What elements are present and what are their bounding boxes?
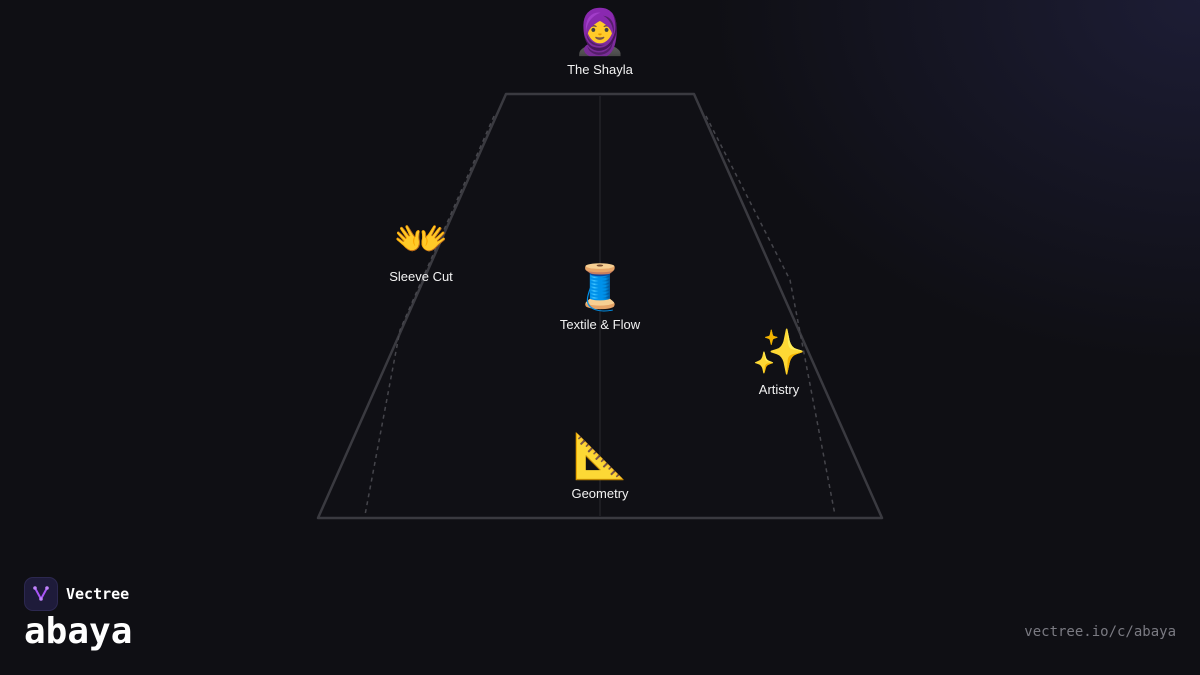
brand[interactable]: Vectree (24, 577, 129, 611)
woman-with-headscarf-icon: 🧕 (572, 7, 628, 58)
node-label: Textile & Flow (559, 317, 641, 332)
node-the-shayla[interactable]: 🧕 The Shayla (567, 7, 633, 78)
left-dashed-contour (364, 115, 495, 516)
node-sleeve-cut[interactable]: 👐 Sleeve Cut (389, 214, 453, 285)
page-url[interactable]: vectree.io/c/abaya (1024, 624, 1176, 640)
triangular-ruler-icon: 📐 (572, 431, 628, 482)
vectree-logo-icon (24, 577, 58, 611)
open-hands-icon: 👐 (393, 214, 449, 265)
node-label: Geometry (571, 486, 629, 501)
page-title: abaya (24, 611, 133, 652)
node-textile-and-flow[interactable]: 🧵 Textile & Flow (559, 262, 641, 333)
right-dashed-contour (705, 115, 836, 516)
node-label: The Shayla (567, 62, 633, 77)
node-label: Artistry (758, 382, 800, 397)
node-label: Sleeve Cut (389, 269, 453, 284)
sparkles-icon: ✨ (751, 327, 807, 378)
thread-spool-icon: 🧵 (572, 262, 628, 313)
brand-name: Vectree (66, 585, 130, 603)
node-geometry[interactable]: 📐 Geometry (571, 431, 629, 502)
node-artistry[interactable]: ✨ Artistry (751, 327, 807, 398)
